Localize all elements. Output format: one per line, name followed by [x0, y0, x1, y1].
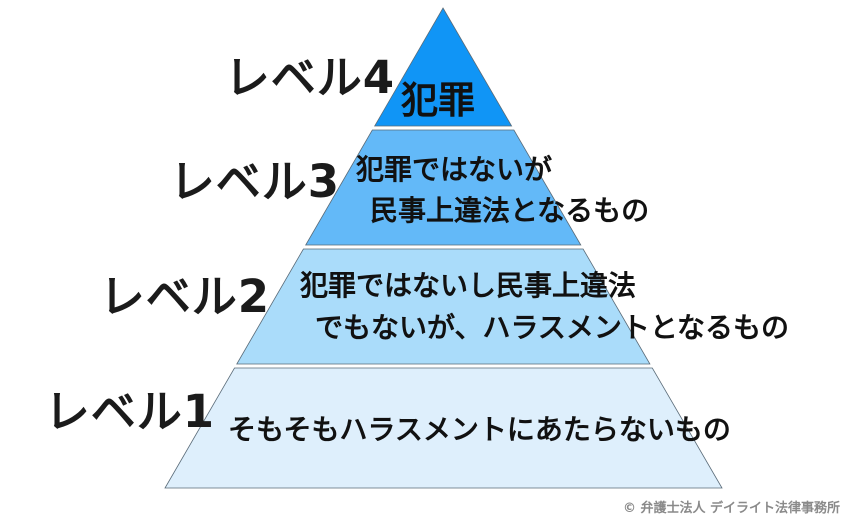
tier-1-text: そもそもハラスメントにあたらないもの — [228, 413, 731, 446]
level-4-label: レベル4 — [224, 51, 395, 104]
tier-2-text-line2: でもないが、ハラスメントとなるもの — [315, 311, 790, 344]
pyramid-tier-1-shape — [164, 367, 723, 489]
pyramid-tier-3-shape — [305, 129, 582, 246]
tier-2-text-line1: 犯罪ではないし民事上違法 — [300, 269, 637, 302]
tier-3-text: 犯罪ではないが 民事上違法となるもの — [356, 149, 649, 231]
tier-3-text-line2: 民事上違法となるもの — [370, 194, 650, 227]
tier-4-text: 犯罪 — [401, 79, 475, 122]
copyright-notice: © 弁護士法人 デイライト法律事務所 — [622, 501, 840, 516]
tier-3-text-line1: 犯罪ではないが — [356, 153, 553, 186]
tier-2-text: 犯罪ではないし民事上違法 でもないが、ハラスメントとなるもの — [300, 265, 789, 349]
level-1-label: レベル1 — [44, 385, 215, 438]
level-2-label: レベル2 — [99, 270, 270, 323]
pyramid-tier-2-shape — [236, 248, 651, 365]
level-3-label: レベル3 — [169, 155, 340, 208]
pyramid-tier-4-shape — [374, 7, 513, 127]
